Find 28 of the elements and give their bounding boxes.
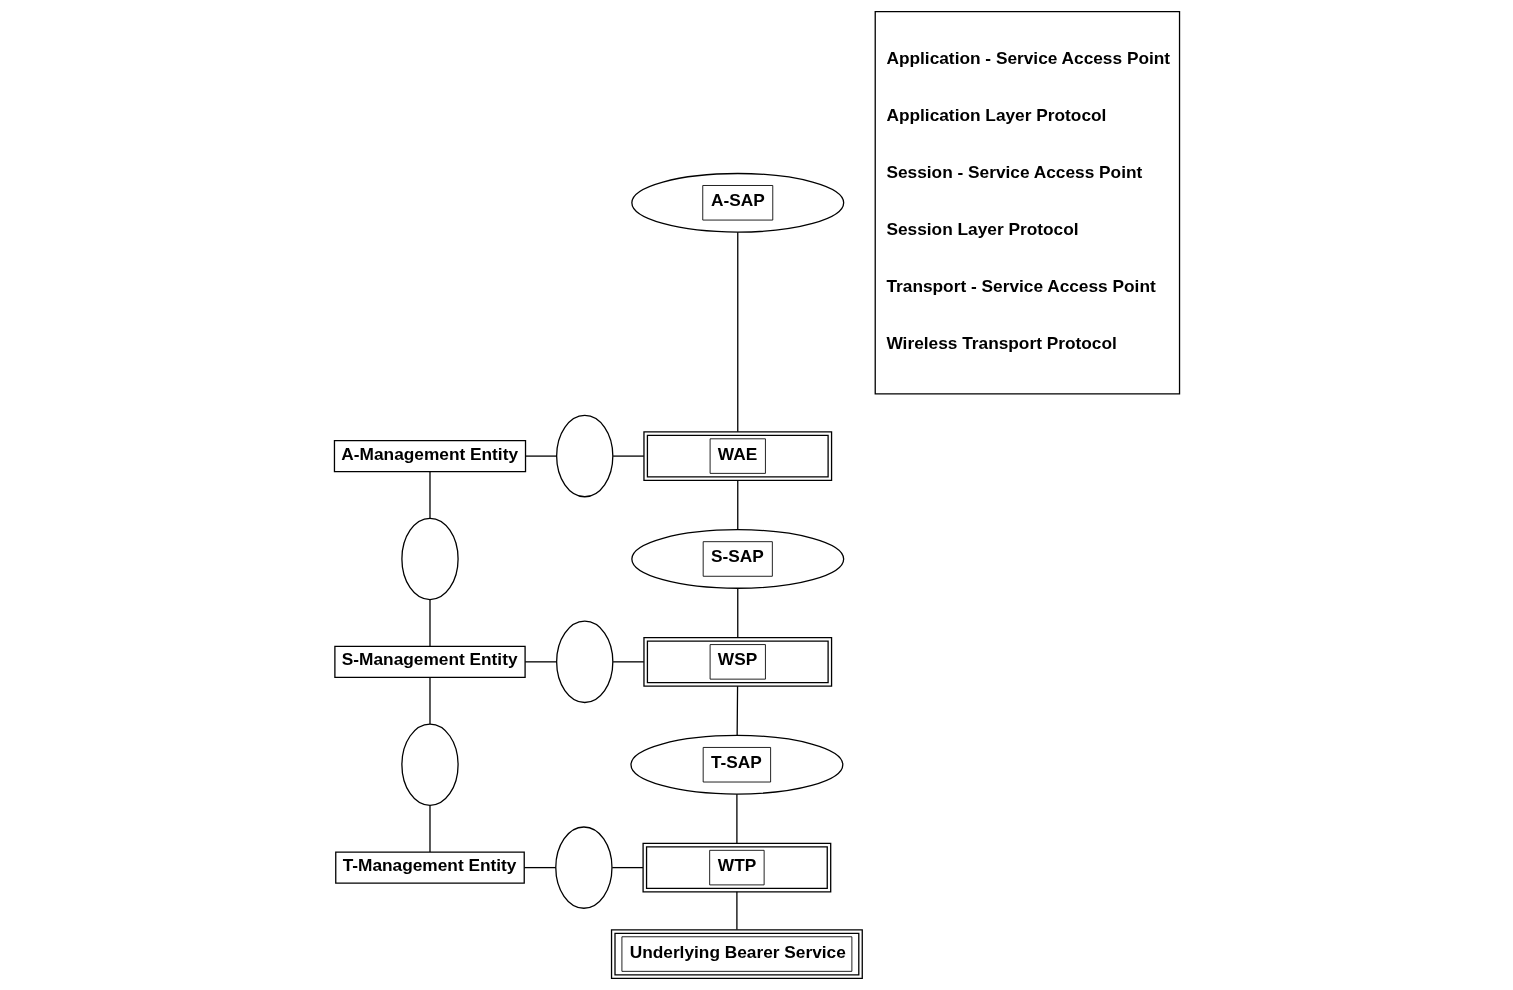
connector [523,866,556,869]
node-ellipse: T-SAP [629,734,843,795]
connector [524,661,557,663]
node-box: S-Management Entity [333,645,526,679]
connector [428,804,431,853]
connector [428,599,431,647]
node-ellipse: A-SAP [630,172,844,233]
connector [736,479,738,530]
node-ellipse [555,414,613,498]
connector [612,661,644,663]
connector [736,231,738,433]
node-box: A-Management Entity [333,439,526,473]
connector [736,587,738,638]
connector [736,685,738,736]
node-ellipse [400,723,459,806]
connector [612,455,644,457]
node-box: T-Management Entity [334,851,525,884]
connector [735,891,738,931]
connector [524,455,557,457]
connector [428,471,431,519]
node-ellipse [400,517,459,601]
node-ellipse: S-SAP [630,529,844,589]
connector [611,866,644,869]
connector [735,793,738,844]
node-ellipse [555,620,613,704]
node-ellipse [554,826,613,909]
connector [428,676,431,725]
node-box: Application - Service Access Point Application Layer Protocol Session - Service Access Point Session Layer Protocol Transport - Service Access Point Wireless Transport Protocol [874,11,1180,395]
